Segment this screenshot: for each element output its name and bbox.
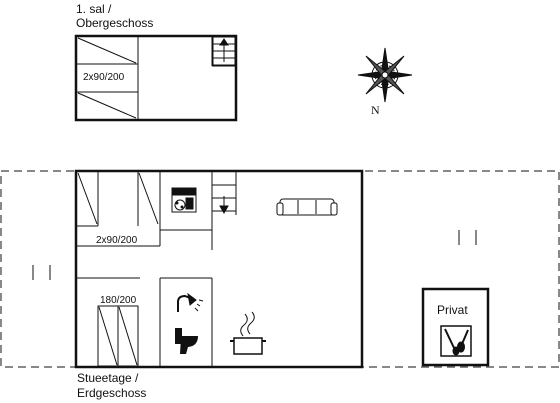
privat-label: Privat — [437, 303, 468, 317]
compass-north-label: N — [371, 103, 380, 117]
upper-floor-label-line1: 1. sal / — [76, 2, 112, 16]
cleaning-tools-icon — [440, 325, 472, 357]
upper-floor-label-line2: Obergeschoss — [76, 16, 154, 30]
compass-rose-icon — [357, 47, 413, 103]
washing-machine-icon — [171, 187, 197, 213]
ground-floor-plan — [0, 169, 560, 369]
cooking-pot-icon — [230, 311, 266, 355]
bedroom2-bed-label: 180/200 — [100, 295, 137, 306]
sofa-icon — [276, 198, 338, 216]
shower-icon — [177, 292, 204, 312]
ground-floor-label-line2: Erdgeschoss — [77, 386, 147, 400]
stairs-icon — [212, 36, 236, 66]
upper-floor-plan — [74, 34, 238, 122]
toilet-icon — [175, 328, 198, 354]
upper-bed-label: 2x90/200 — [83, 72, 125, 83]
ground-floor-label-line1: Stueetage / — [77, 371, 139, 385]
bedroom1-bed-label: 2x90/200 — [96, 235, 138, 246]
